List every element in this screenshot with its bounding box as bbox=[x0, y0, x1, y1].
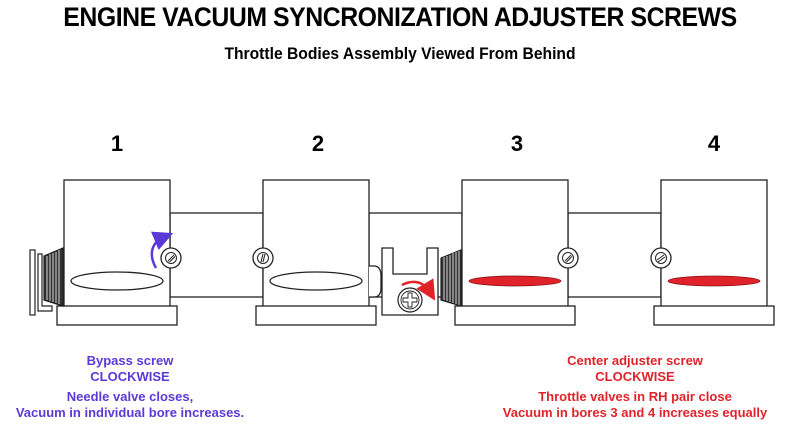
bypass-note-line1: Bypass screw bbox=[86, 353, 174, 368]
bypass-screw-4 bbox=[650, 247, 672, 269]
center-note-line2: CLOCKWISE bbox=[595, 369, 675, 384]
bore-number-3: 3 bbox=[510, 131, 524, 156]
shaft-1-2 bbox=[169, 212, 264, 298]
diagram-subtitle: Throttle Bodies Assembly Viewed From Beh… bbox=[224, 44, 576, 63]
throttle-body-3 bbox=[454, 179, 576, 326]
throttle-valve-3 bbox=[468, 275, 562, 287]
intake-bellows-center bbox=[440, 249, 462, 307]
center-clockwise-arrow bbox=[401, 278, 436, 301]
throttle-body-4 bbox=[653, 179, 775, 326]
bypass-note-line2: CLOCKWISE bbox=[90, 369, 170, 384]
bypass-clockwise-arrow bbox=[150, 231, 174, 269]
bypass-screw-2 bbox=[252, 247, 274, 269]
bypass-screw-3 bbox=[557, 247, 579, 269]
center-note-line4: Vacuum in bores 3 and 4 increases equall… bbox=[502, 405, 768, 420]
intake-bellows-left bbox=[29, 247, 64, 316]
center-note-line1: Center adjuster screw bbox=[567, 353, 703, 368]
throttle-valve-4 bbox=[667, 275, 761, 287]
bore-number-4: 4 bbox=[707, 131, 721, 156]
throttle-body-1 bbox=[56, 179, 178, 326]
bore-number-1: 1 bbox=[110, 131, 124, 156]
throttle-valve-2 bbox=[269, 271, 363, 291]
bypass-note-line3: Needle valve closes, bbox=[66, 389, 194, 404]
bore-number-2: 2 bbox=[311, 131, 325, 156]
center-adjuster-screw bbox=[397, 287, 423, 313]
center-screw-note: Center adjuster screw CLOCKWISE Throttle… bbox=[470, 353, 800, 421]
shaft-3-4 bbox=[567, 212, 662, 298]
bypass-screw-1 bbox=[160, 247, 182, 269]
bypass-screw-note: Bypass screw CLOCKWISE Needle valve clos… bbox=[0, 353, 260, 421]
throttle-valve-1 bbox=[70, 271, 164, 291]
bypass-note-line4: Vacuum in individual bore increases. bbox=[15, 405, 245, 420]
center-note-line3: Throttle valves in RH pair close bbox=[538, 389, 732, 404]
throttle-body-2 bbox=[255, 179, 377, 326]
diagram-title: ENGINE VACUUM SYNCRONIZATION ADJUSTER SC… bbox=[63, 2, 737, 32]
